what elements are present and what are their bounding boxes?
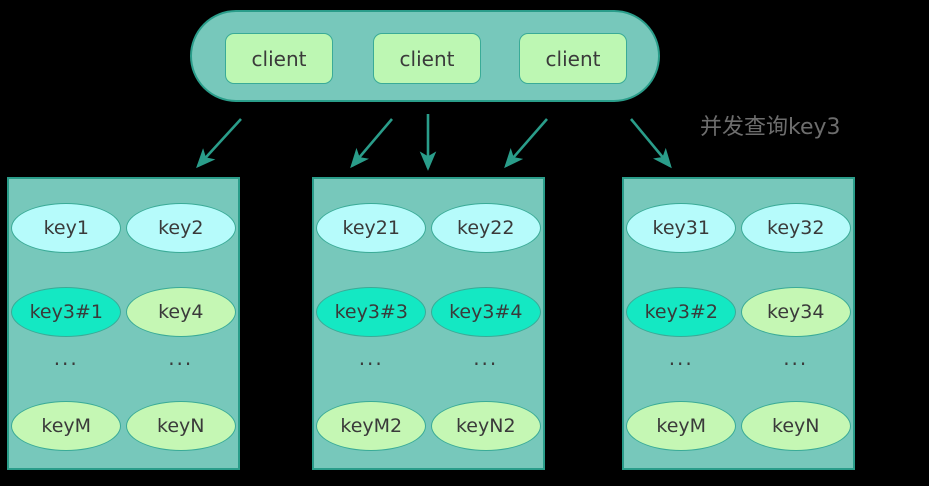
key-ellipse[interactable]: key21 bbox=[316, 203, 427, 253]
arrow-client-to-node2-a bbox=[350, 118, 393, 169]
key-label: keyN bbox=[157, 415, 205, 437]
client-label: client bbox=[545, 46, 601, 71]
key-row-ellipsis: ... ... bbox=[624, 345, 853, 371]
client-cluster: client client client bbox=[190, 10, 660, 102]
arrow-client-to-node1 bbox=[196, 118, 242, 169]
arrow-client-to-node2-c bbox=[504, 118, 548, 169]
client-label: client bbox=[399, 46, 455, 71]
key-label: key2 bbox=[158, 217, 204, 239]
key-row: keyM keyN bbox=[9, 401, 238, 451]
key-ellipse-highlighted[interactable]: key3#3 bbox=[316, 287, 427, 337]
key-row: keyM keyN bbox=[624, 401, 853, 451]
key-row-ellipsis: ... ... bbox=[314, 345, 543, 371]
client-label: client bbox=[251, 46, 307, 71]
node-box-1: key1 key2 key3#1 key4 ... ... keyM keyN bbox=[7, 177, 240, 470]
key-label: key3#3 bbox=[334, 301, 408, 323]
client-box-2[interactable]: client bbox=[373, 33, 481, 84]
key-ellipse[interactable]: key2 bbox=[125, 203, 236, 253]
key-ellipse[interactable]: key22 bbox=[430, 203, 541, 253]
client-box-3[interactable]: client bbox=[519, 33, 627, 84]
key-row: key3#3 key3#4 bbox=[314, 287, 543, 337]
key-label: keyN2 bbox=[455, 415, 516, 437]
key-ellipse-highlighted[interactable]: key3#1 bbox=[11, 287, 122, 337]
key-row: key21 key22 bbox=[314, 203, 543, 253]
key-label: keyM bbox=[656, 415, 707, 437]
ellipsis-marker: ... bbox=[473, 346, 499, 370]
key-row: keyM2 keyN2 bbox=[314, 401, 543, 451]
ellipsis-marker: ... bbox=[53, 346, 79, 370]
key-ellipse[interactable]: keyN bbox=[740, 401, 851, 451]
key-ellipse[interactable]: keyN bbox=[125, 401, 236, 451]
key-ellipse-highlighted[interactable]: key3#2 bbox=[626, 287, 737, 337]
annotation-label: 并发查询key3 bbox=[700, 115, 841, 140]
node-box-3: key31 key32 key3#2 key34 ... ... keyM ke… bbox=[622, 177, 855, 470]
key-label: keyN bbox=[772, 415, 820, 437]
key-ellipse[interactable]: keyM bbox=[626, 401, 737, 451]
key-ellipse[interactable]: keyN2 bbox=[430, 401, 541, 451]
arrow-client-to-node3 bbox=[629, 118, 672, 169]
key-ellipse-highlighted[interactable]: key3#4 bbox=[430, 287, 541, 337]
key-label: key3#2 bbox=[644, 301, 718, 323]
key-ellipse[interactable]: keyM2 bbox=[316, 401, 427, 451]
ellipsis-marker: ... bbox=[783, 346, 809, 370]
ellipsis-marker: ... bbox=[358, 346, 384, 370]
client-box-1[interactable]: client bbox=[225, 33, 333, 84]
key-row-ellipsis: ... ... bbox=[9, 345, 238, 371]
key-row: key3#2 key34 bbox=[624, 287, 853, 337]
key-label: key31 bbox=[652, 217, 710, 239]
key-ellipse[interactable]: keyM bbox=[11, 401, 122, 451]
key-label: keyM2 bbox=[340, 415, 403, 437]
key-label: key32 bbox=[767, 217, 825, 239]
key-row: key31 key32 bbox=[624, 203, 853, 253]
ellipsis-marker: ... bbox=[168, 346, 194, 370]
key-row: key3#1 key4 bbox=[9, 287, 238, 337]
key-ellipse[interactable]: key34 bbox=[740, 287, 851, 337]
key-ellipse[interactable]: key31 bbox=[626, 203, 737, 253]
key-label: key1 bbox=[43, 217, 89, 239]
key-row: key1 key2 bbox=[9, 203, 238, 253]
key-ellipse[interactable]: key32 bbox=[740, 203, 851, 253]
key-ellipse[interactable]: key4 bbox=[125, 287, 236, 337]
node-box-2: key21 key22 key3#3 key3#4 ... ... keyM2 … bbox=[312, 177, 545, 470]
key-label: key22 bbox=[457, 217, 515, 239]
key-label: key34 bbox=[767, 301, 825, 323]
key-label: key4 bbox=[158, 301, 204, 323]
ellipsis-marker: ... bbox=[668, 346, 694, 370]
key-label: key3#4 bbox=[449, 301, 523, 323]
key-label: key21 bbox=[342, 217, 400, 239]
key-ellipse[interactable]: key1 bbox=[11, 203, 122, 253]
key-label: keyM bbox=[41, 415, 92, 437]
key-label: key3#1 bbox=[29, 301, 103, 323]
